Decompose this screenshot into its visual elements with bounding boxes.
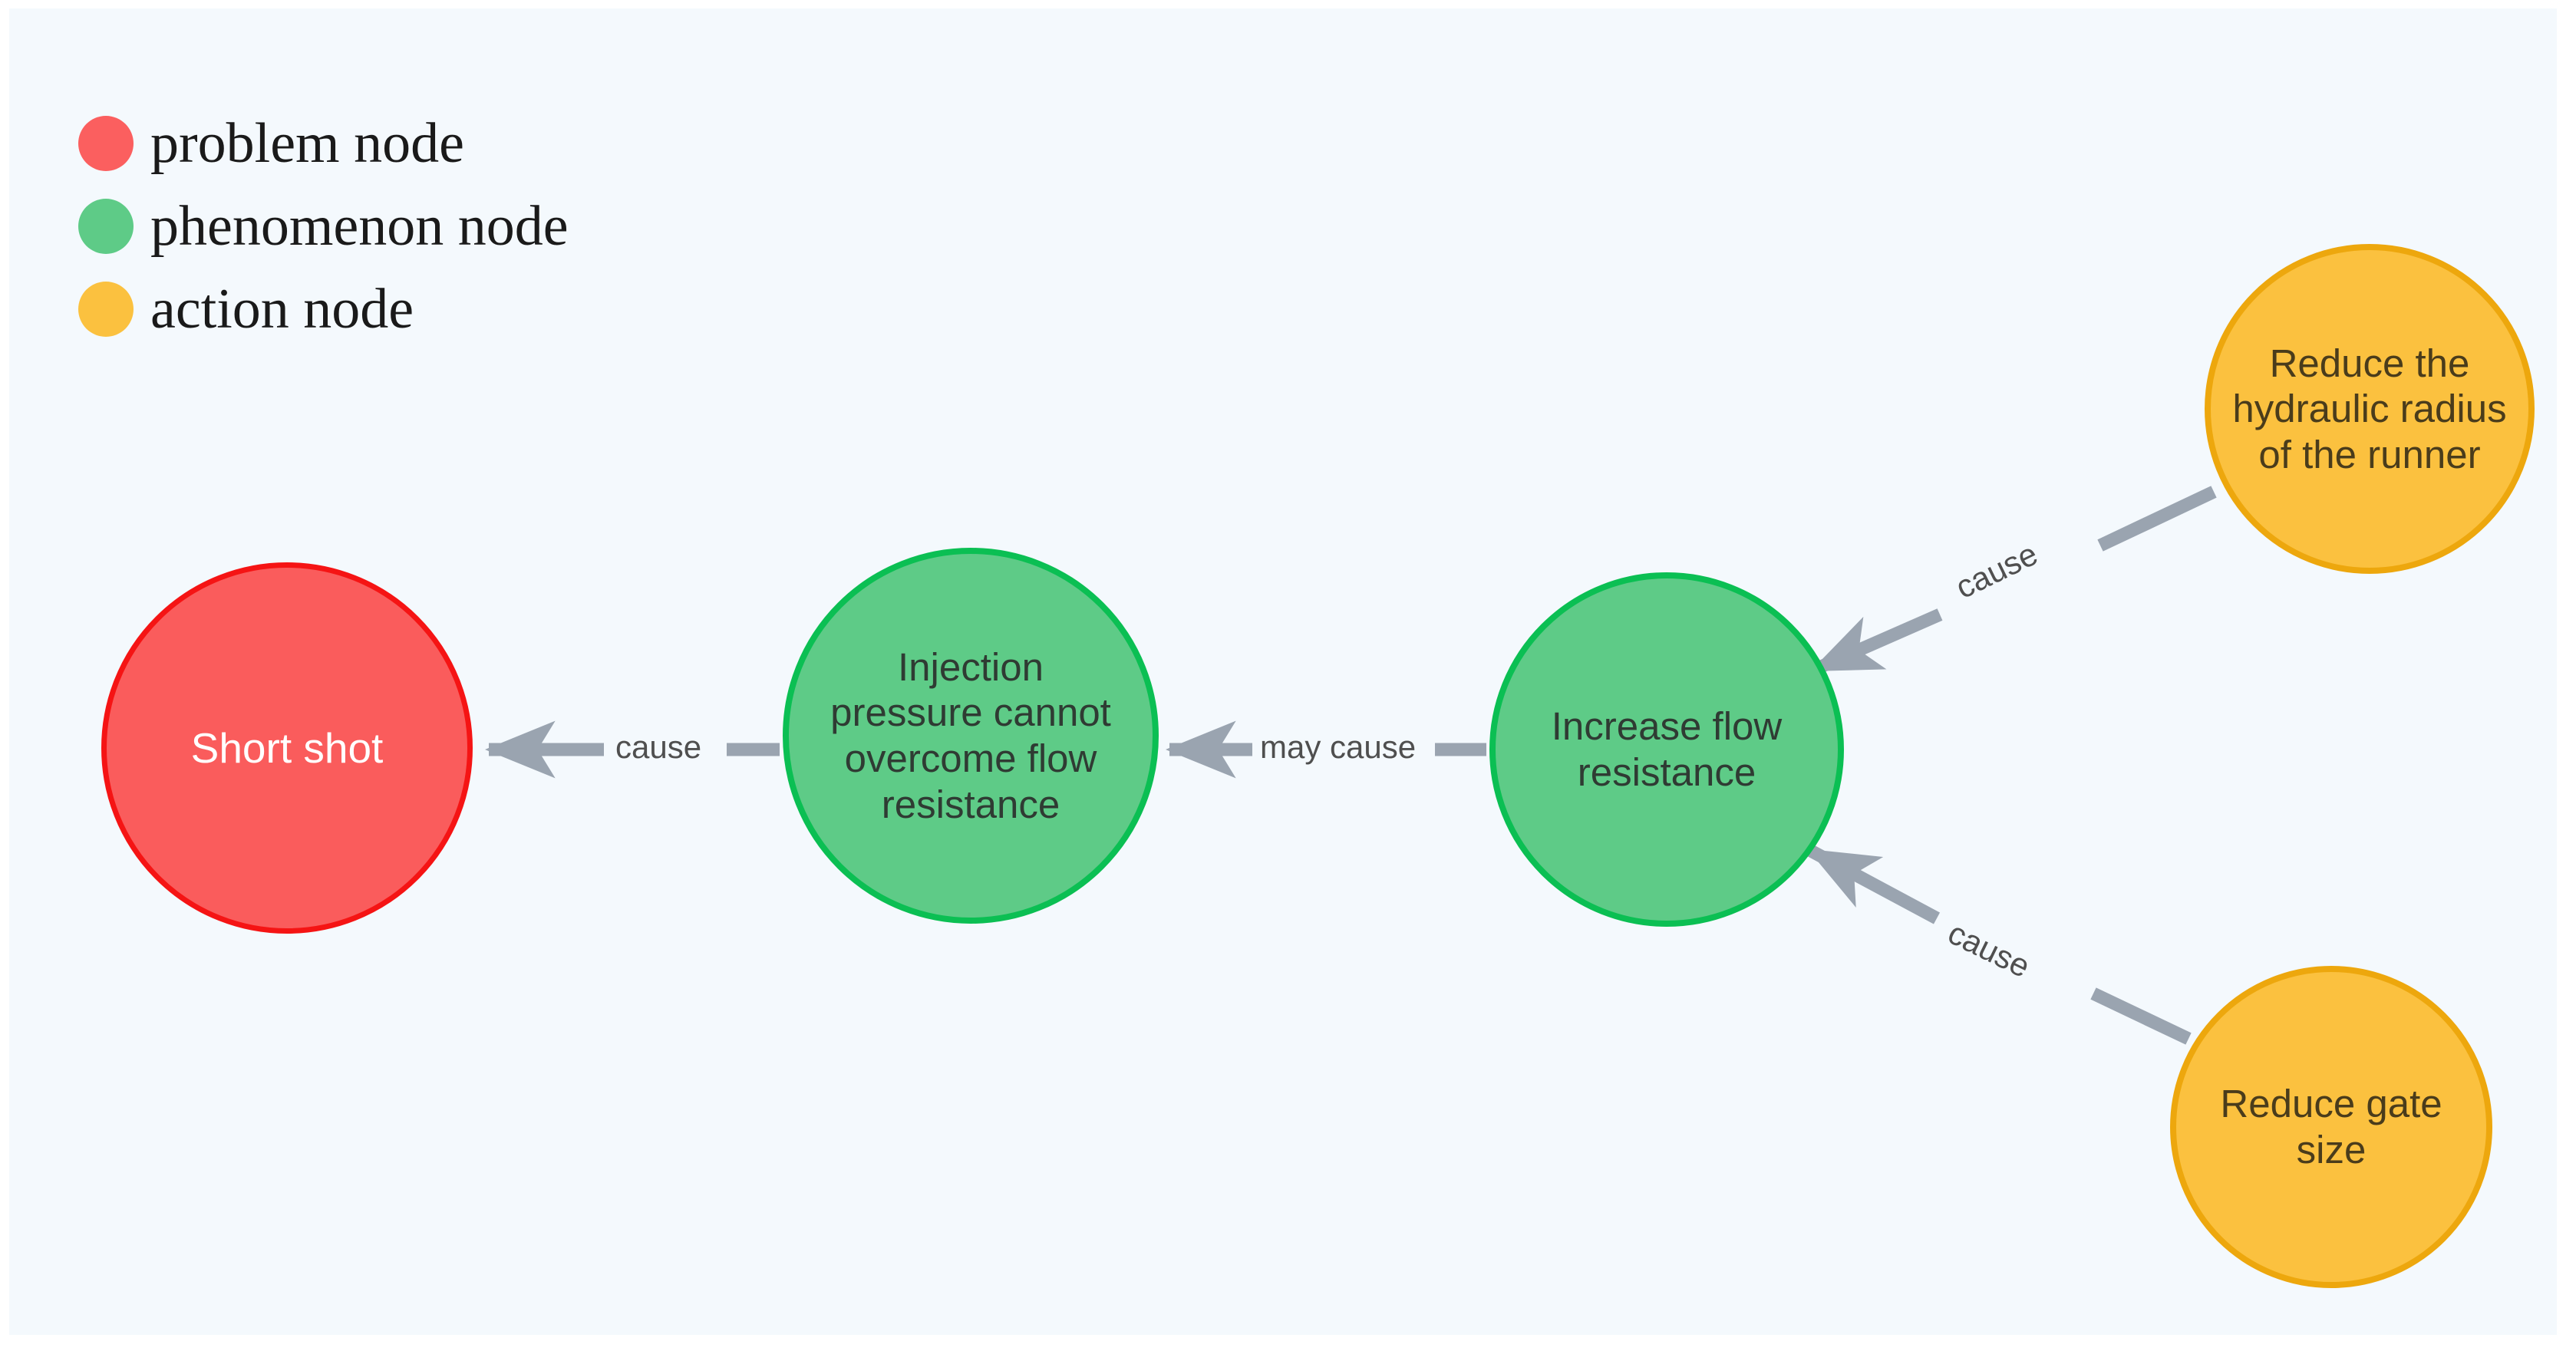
node-label: Reduce the hydraulic radius of the runne…	[2232, 341, 2507, 476]
node-injection-pressure[interactable]: Injection pressure cannot overcome flow …	[783, 548, 1159, 924]
legend: problem node phenomenon node action node	[78, 102, 769, 351]
diagram-canvas: cause may cause cause cause Short shot I…	[9, 8, 2557, 1335]
legend-item-phenomenon: phenomenon node	[78, 185, 769, 268]
phenomenon-node-swatch-icon	[78, 199, 134, 254]
legend-item-problem: problem node	[78, 102, 769, 185]
edge-label-may-cause: may cause	[1260, 729, 1417, 765]
legend-label-phenomenon: phenomenon node	[150, 195, 569, 258]
node-label: Short shot	[190, 723, 384, 772]
node-reduce-gate-size[interactable]: Reduce gate size	[2170, 966, 2492, 1288]
node-label: Reduce gate size	[2220, 1082, 2442, 1171]
node-label: Increase flow resistance	[1551, 704, 1783, 794]
edge-label-cause-3: cause	[1942, 914, 2036, 985]
action-node-swatch-icon	[78, 282, 134, 337]
legend-label-problem: problem node	[150, 112, 464, 175]
legend-item-action: action node	[78, 268, 769, 351]
node-label: Injection pressure cannot overcome flow …	[830, 644, 1111, 826]
edge-label-cause-1: cause	[615, 729, 702, 765]
legend-label-action: action node	[150, 278, 414, 341]
node-increase-flow-resistance[interactable]: Increase flow resistance	[1489, 572, 1844, 927]
edge-label-cause-2: cause	[1950, 535, 2043, 606]
problem-node-swatch-icon	[78, 116, 134, 171]
node-short-shot[interactable]: Short shot	[101, 562, 473, 934]
node-reduce-hydraulic-radius[interactable]: Reduce the hydraulic radius of the runne…	[2205, 244, 2535, 574]
